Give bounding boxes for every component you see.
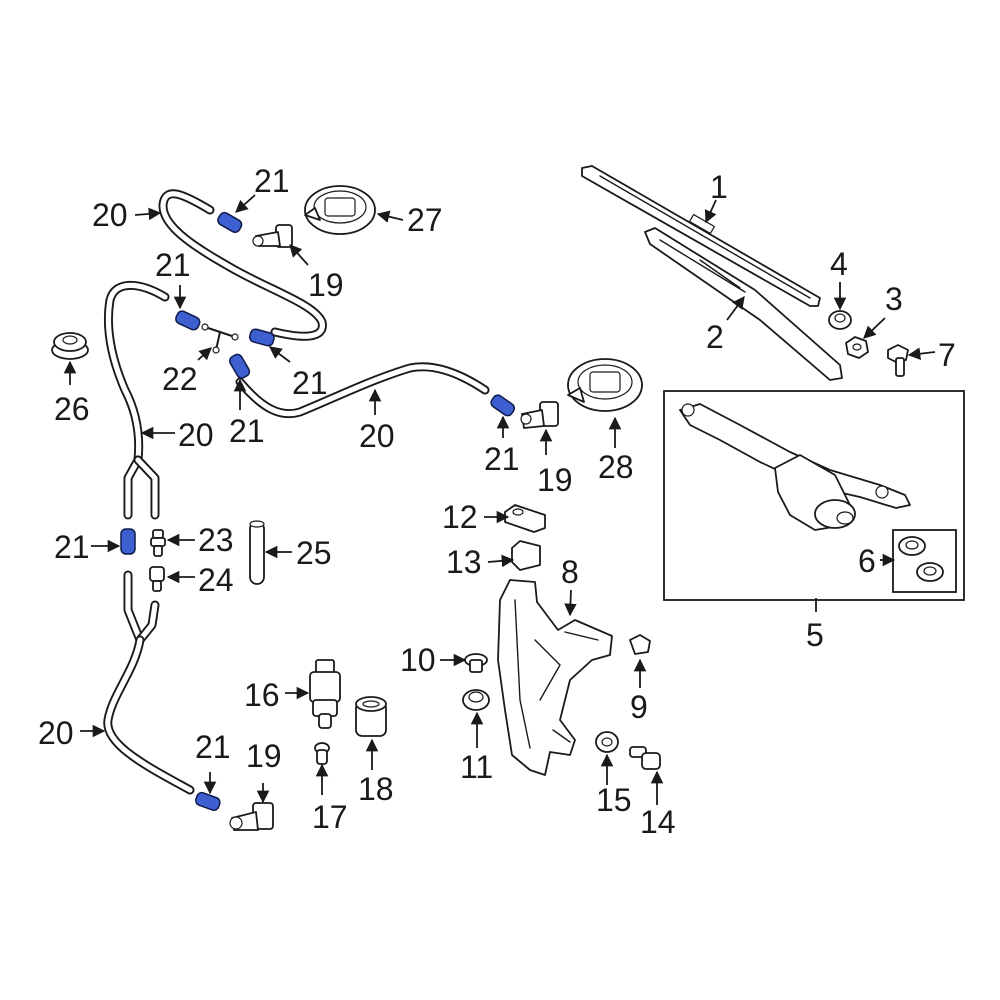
hose-connector-21-low[interactable] <box>194 791 221 812</box>
elbow-connector-19-top[interactable] <box>252 224 293 248</box>
callout-2: 2 <box>706 319 724 355</box>
washer-nozzle-28[interactable] <box>567 358 643 412</box>
hose-connector-21-left[interactable] <box>174 309 201 331</box>
elbow-connector-19-low[interactable] <box>229 802 274 831</box>
hose-connector-21-bottom[interactable] <box>228 353 251 380</box>
hose-section-25[interactable] <box>249 520 265 585</box>
washer-hose-upper <box>158 189 327 341</box>
check-valve-24[interactable] <box>149 566 165 592</box>
seal-17[interactable] <box>314 742 330 765</box>
callout-25: 25 <box>296 535 332 571</box>
leader-lines <box>63 194 936 805</box>
washer-hose-lower <box>103 570 195 795</box>
callout-5: 5 <box>806 617 824 653</box>
callout-28: 28 <box>598 449 634 485</box>
callout-8: 8 <box>561 554 579 590</box>
callout-27: 27 <box>407 202 443 238</box>
washer-hose-left <box>103 280 170 520</box>
callout-6: 6 <box>858 543 876 579</box>
grommet-set-6[interactable] <box>898 536 944 582</box>
nut-3[interactable] <box>845 336 869 359</box>
callout-10: 10 <box>400 642 436 678</box>
t-connector-22[interactable] <box>201 323 239 354</box>
bolt-7[interactable] <box>887 344 909 377</box>
linkage-kit-frame <box>663 390 965 601</box>
callout-19-top: 19 <box>308 267 344 303</box>
grommet-15[interactable] <box>595 731 619 753</box>
callout-21-mid: 21 <box>54 529 90 565</box>
callout-14: 14 <box>640 804 676 840</box>
callout-labels: 1 2 3 4 5 6 7 8 9 10 11 12 13 14 15 16 1… <box>38 163 956 840</box>
clip-9[interactable] <box>629 634 651 655</box>
callout-20-left: 20 <box>178 417 214 453</box>
callout-9: 9 <box>630 689 648 725</box>
callout-7: 7 <box>938 337 956 373</box>
washer-reservoir-8[interactable] <box>497 579 613 776</box>
callout-13: 13 <box>446 544 482 580</box>
hose-connector-21-right[interactable] <box>248 328 276 347</box>
callout-21-right: 21 <box>292 365 328 401</box>
callout-26: 26 <box>54 391 90 427</box>
wiper-blade-1[interactable] <box>581 165 821 307</box>
callout-21-top: 21 <box>254 163 290 199</box>
callout-18: 18 <box>358 771 394 807</box>
plug-14[interactable] <box>629 746 661 770</box>
callout-3: 3 <box>885 281 903 317</box>
hose-connector-21-center[interactable] <box>489 393 516 417</box>
washer-pump-16[interactable] <box>309 659 341 729</box>
hose-connector-21-mid[interactable] <box>120 528 136 555</box>
pump-seal-18[interactable] <box>355 696 387 737</box>
callout-16: 16 <box>244 677 280 713</box>
callout-4: 4 <box>830 246 848 282</box>
callout-21-center: 21 <box>484 441 520 477</box>
hose-connector-21-top[interactable] <box>216 211 243 234</box>
callout-21-low: 21 <box>195 729 231 765</box>
callout-22: 22 <box>162 361 198 397</box>
callout-20-center: 20 <box>359 418 395 454</box>
bushing-10[interactable] <box>464 653 488 673</box>
check-valve-23[interactable] <box>150 529 166 557</box>
callout-12: 12 <box>442 499 478 535</box>
wiper-linkage-5[interactable] <box>679 403 911 531</box>
callout-20-top: 20 <box>92 197 128 233</box>
callout-11: 11 <box>460 749 493 785</box>
filler-neck-12[interactable] <box>504 504 546 533</box>
callout-23: 23 <box>198 522 234 558</box>
callout-19-center: 19 <box>537 462 573 498</box>
grommet-11[interactable] <box>462 689 490 711</box>
elbow-connector-19-center[interactable] <box>520 401 559 429</box>
callout-21-left: 21 <box>155 247 191 283</box>
callout-15: 15 <box>596 782 632 818</box>
grommet-26[interactable] <box>51 332 89 360</box>
callout-19-low: 19 <box>246 738 282 774</box>
callout-20-low: 20 <box>38 715 74 751</box>
callout-24: 24 <box>198 562 234 598</box>
washer-nozzle-27[interactable] <box>304 185 376 235</box>
washer-4[interactable] <box>828 310 852 330</box>
callout-1: 1 <box>710 169 728 205</box>
callout-17: 17 <box>312 799 348 835</box>
washer-hose-center <box>235 362 490 419</box>
callout-21-bottom: 21 <box>229 413 265 449</box>
level-sensor-13[interactable] <box>511 540 541 571</box>
